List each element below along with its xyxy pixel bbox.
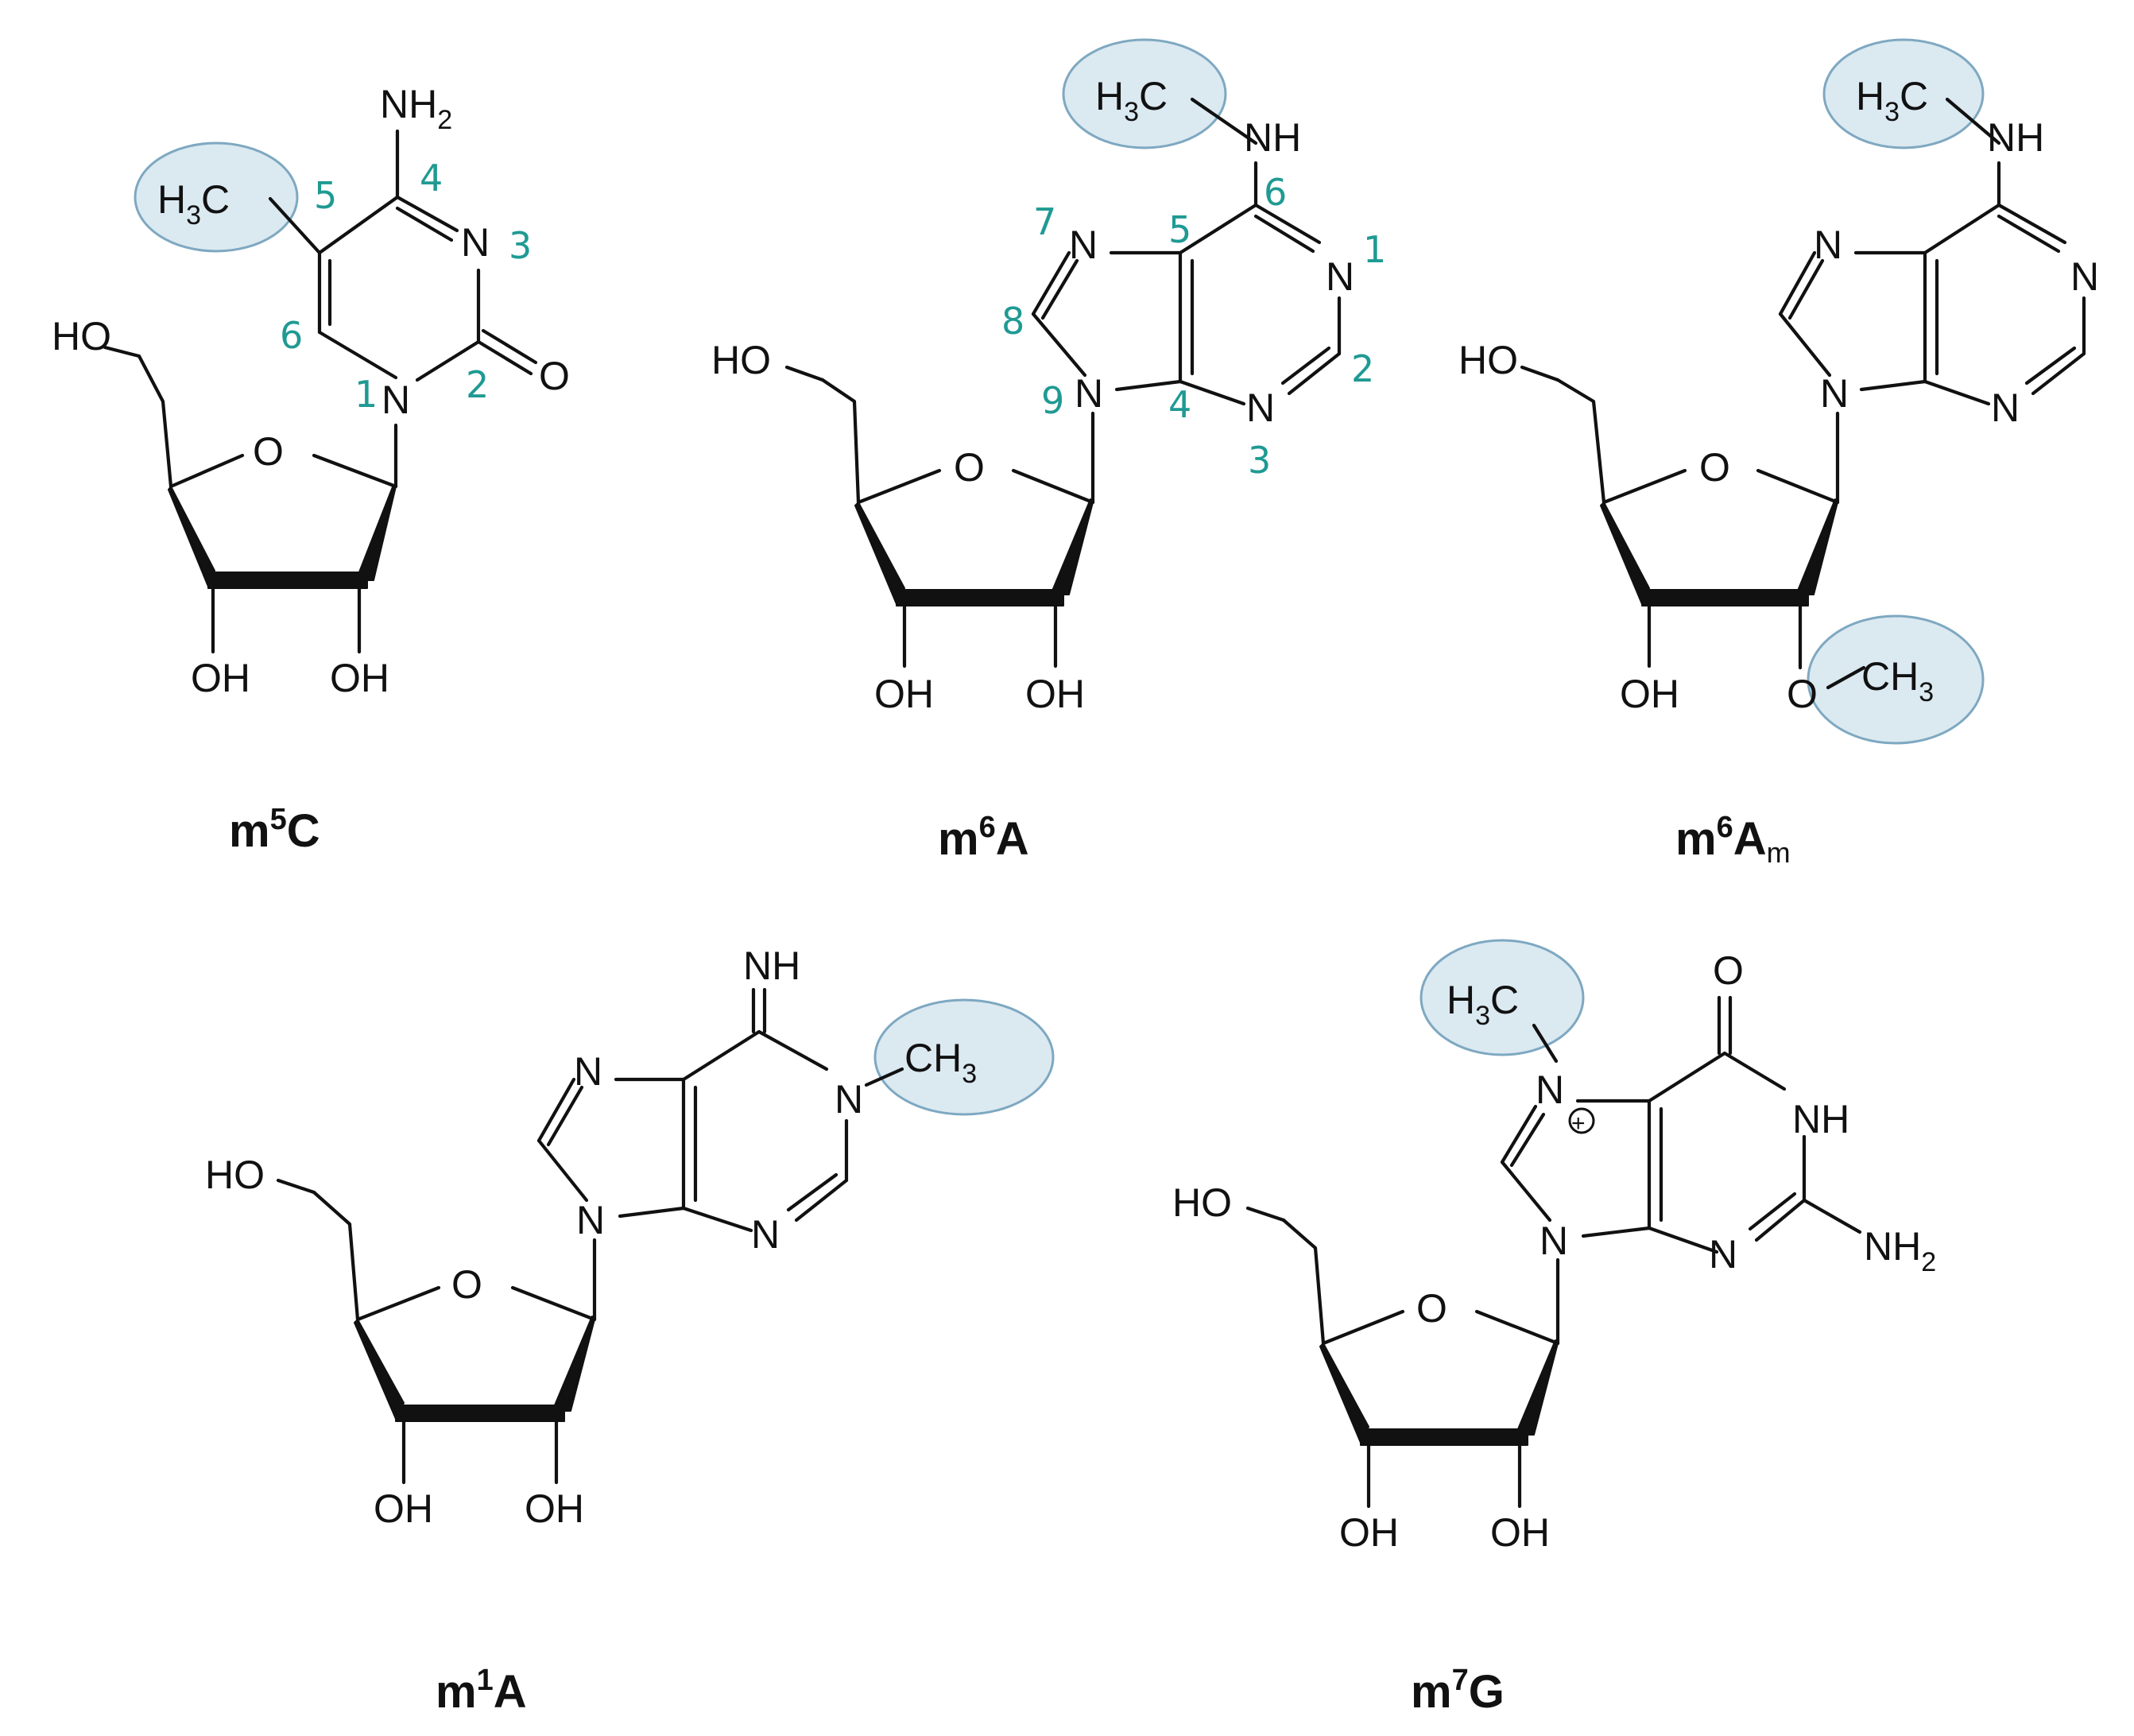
purine-ring xyxy=(1500,995,1862,1254)
position-number-6: 6 xyxy=(280,314,303,357)
position-number-4: 4 xyxy=(420,157,443,200)
molecule-m5c: HO O OH OH N N O NH2 H3C 1 2 3 4 5 6 m5C xyxy=(52,82,570,857)
molecule-m6am: HO O OH O N N N N NH H3C CH3 m6Am xyxy=(1458,38,2099,869)
methyl-group: H3C xyxy=(1095,74,1168,127)
methyl-highlight-2o xyxy=(1807,614,1985,745)
atom-hydroxyl-3: OH xyxy=(1620,672,1679,716)
methyl-group-n6: H3C xyxy=(1856,74,1928,127)
molecule-m1a: HO O OH OH N N N N NH CH3 m1A xyxy=(205,944,1055,1718)
methyl-highlight xyxy=(1062,38,1227,149)
position-number-1: 1 xyxy=(354,373,378,416)
position-number-5: 5 xyxy=(314,174,337,217)
position-number-9: 9 xyxy=(1041,379,1064,422)
ribose-ring xyxy=(1520,365,1840,670)
ribose-ring xyxy=(1245,1206,1560,1509)
atom-hydroxyl-3: OH xyxy=(1339,1510,1399,1555)
charge-sign: + xyxy=(1571,1110,1586,1137)
atom-n1: N xyxy=(835,1077,863,1122)
atom-n1: NH xyxy=(1792,1097,1849,1141)
atom-ring-oxygen: O xyxy=(1416,1286,1447,1331)
position-number-7: 7 xyxy=(1033,200,1056,243)
position-number-3: 3 xyxy=(509,224,532,267)
purine-ring xyxy=(1778,97,2086,690)
atom-n9: N xyxy=(576,1198,605,1242)
atom-n3: N xyxy=(1991,386,2020,430)
position-number-3: 3 xyxy=(1248,439,1271,482)
ribose-ring xyxy=(784,365,1095,668)
atom-hydroxyl: HO xyxy=(711,338,771,382)
label-m7g: m7G xyxy=(1411,1664,1505,1718)
methyl-group: CH3 xyxy=(904,1036,977,1089)
methyl-highlight xyxy=(134,141,299,253)
ribose-ring xyxy=(103,345,398,654)
position-number-2: 2 xyxy=(466,363,489,406)
atom-carbonyl-oxygen: O xyxy=(539,354,570,398)
atom-hydroxyl: HO xyxy=(1172,1180,1232,1225)
methyl-group: H3C xyxy=(1447,978,1519,1031)
purine-ring xyxy=(536,987,904,1233)
atom-n7: N xyxy=(1814,223,1842,267)
atom-hydroxyl: HO xyxy=(52,314,111,358)
atom-ring-oxygen: O xyxy=(1699,445,1730,490)
atom-carbonyl-oxygen: O xyxy=(1713,948,1744,993)
ribose-ring xyxy=(276,1178,597,1485)
atom-n1: N xyxy=(381,378,410,422)
atom-amine: NH xyxy=(1244,115,1301,160)
atom-hydroxyl: HO xyxy=(1458,338,1518,382)
atom-ether-oxygen: O xyxy=(1787,672,1818,716)
atom-hydroxyl-2: OH xyxy=(1490,1510,1550,1555)
molecule-m6a: HO O OH OH N N N N NH H3C 1 2 3 4 5 6 7 … xyxy=(711,38,1386,865)
methyl-group-2o: CH3 xyxy=(1861,654,1934,707)
purine-ring xyxy=(1031,97,1342,406)
atom-n1: N xyxy=(1326,254,1354,299)
atom-n9: N xyxy=(1820,371,1849,416)
atom-n7: N xyxy=(1069,223,1098,267)
atom-n9: N xyxy=(1075,371,1103,416)
molecule-m7g: + HO O OH OH N N O NH N NH2 H3C m7G xyxy=(1172,939,1936,1718)
atom-n3: N xyxy=(461,220,490,265)
position-number-5: 5 xyxy=(1168,208,1191,251)
label-m1a: m1A xyxy=(436,1664,527,1718)
methyl-highlight-n6 xyxy=(1822,38,1985,149)
label-m5c: m5C xyxy=(229,803,320,857)
atom-hydroxyl-2: OH xyxy=(1025,672,1085,716)
atom-amine: NH xyxy=(1987,115,2044,160)
methyl-group: H3C xyxy=(157,177,230,231)
atom-imine: NH xyxy=(743,944,800,988)
cytosine-ring xyxy=(268,129,538,382)
position-number-1: 1 xyxy=(1363,228,1386,271)
atom-n1: N xyxy=(2070,254,2099,299)
label-m6a: m6A xyxy=(938,811,1029,865)
position-number-6: 6 xyxy=(1264,171,1287,214)
atom-hydroxyl-2: OH xyxy=(330,656,389,700)
atom-hydroxyl-2: OH xyxy=(525,1486,584,1531)
atom-hydroxyl: HO xyxy=(205,1153,265,1197)
atom-n3: N xyxy=(1246,386,1275,430)
atom-amino: NH2 xyxy=(380,82,452,135)
atom-n3: N xyxy=(751,1212,780,1257)
methyl-highlight xyxy=(1419,939,1585,1056)
position-number-2: 2 xyxy=(1351,347,1374,390)
position-number-8: 8 xyxy=(1001,300,1024,343)
atom-ring-oxygen: O xyxy=(954,445,985,490)
methyl-highlight xyxy=(873,998,1055,1116)
atom-n9: N xyxy=(1540,1219,1568,1263)
atom-n3: N xyxy=(1709,1232,1737,1277)
positive-charge-icon xyxy=(1568,1107,1595,1134)
atom-ring-oxygen: O xyxy=(451,1262,482,1307)
atom-n7: N xyxy=(1536,1068,1564,1112)
atom-hydroxyl-3: OH xyxy=(374,1486,433,1531)
atom-ring-oxygen: O xyxy=(253,429,284,474)
atom-n7: N xyxy=(574,1049,602,1094)
position-number-4: 4 xyxy=(1168,383,1191,426)
label-m6am: m6Am xyxy=(1675,811,1791,869)
atom-amino: NH2 xyxy=(1864,1224,1936,1277)
atom-hydroxyl-3: OH xyxy=(874,672,934,716)
atom-hydroxyl-3: OH xyxy=(191,656,250,700)
